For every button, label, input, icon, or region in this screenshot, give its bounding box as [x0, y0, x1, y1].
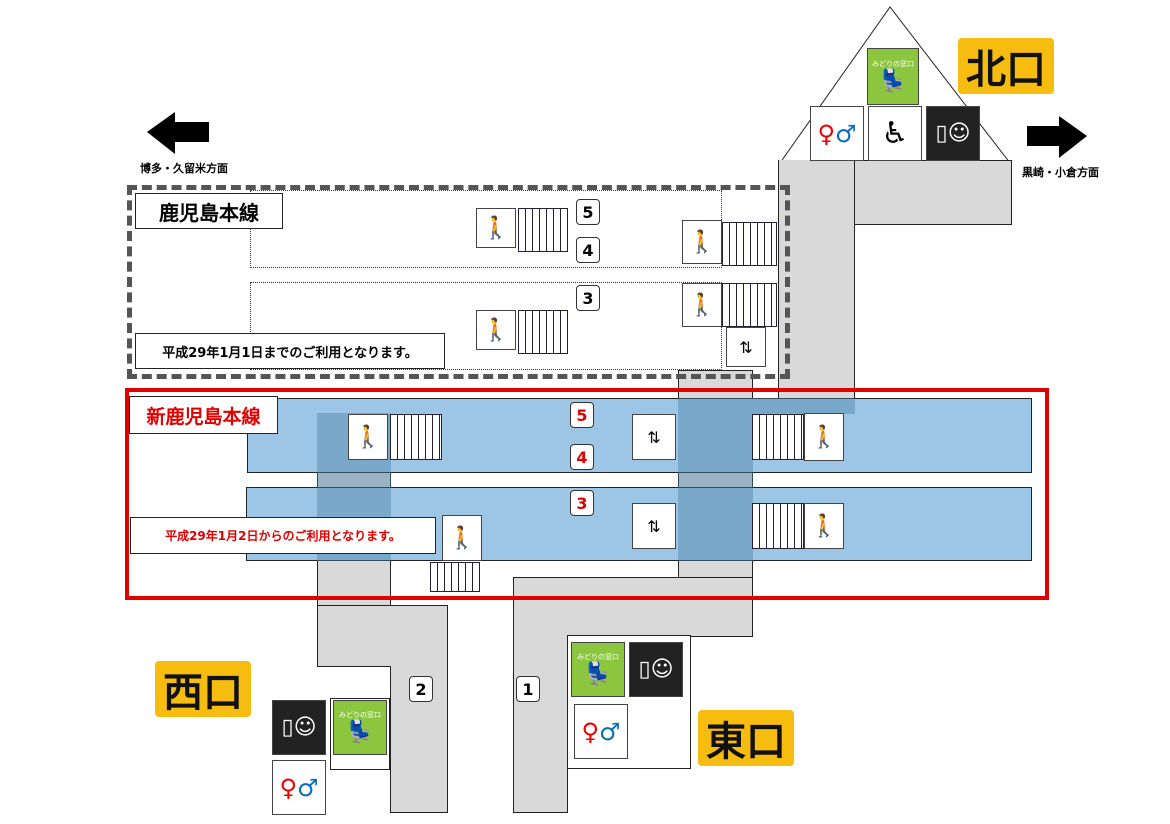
old-platform-number-4: 4	[576, 237, 600, 263]
west-exit-sign: 西口	[155, 661, 251, 717]
old-line-notice: 平成29年1月1日までのご利用となります。	[135, 333, 445, 369]
stairs-icon: 🚶	[476, 208, 516, 248]
elevator-icon: ⇅	[726, 327, 766, 367]
staircase	[518, 310, 568, 354]
ticket-office-icon: みどりの窓口💺	[867, 48, 919, 105]
staircase	[430, 562, 480, 592]
staircase	[722, 283, 777, 327]
north-exit-sign: 北口	[958, 38, 1054, 94]
exit-number-1: 1	[516, 676, 540, 702]
elevator-icon: ⇅	[632, 503, 676, 549]
old-line-area	[127, 185, 790, 379]
direction-right: 黒崎・小倉方面	[1022, 166, 1099, 179]
direction-left: 博多・久留米方面	[140, 162, 228, 175]
staircase	[518, 208, 568, 252]
staircase	[722, 222, 777, 266]
stairs-icon: 🚶	[804, 503, 844, 549]
ticket-machine-icon: ▯☺	[926, 106, 980, 161]
new-line-label: 新鹿児島本線	[129, 396, 278, 434]
ticket-machine-icon: ▯☺	[272, 700, 326, 755]
arrow-left-icon	[147, 112, 209, 154]
staircase	[752, 414, 804, 460]
ticket-office-icon: みどりの窓口💺	[333, 700, 387, 755]
staircase	[390, 414, 442, 460]
ticket-office-icon: みどりの窓口💺	[571, 642, 625, 697]
east-exit-sign: 東口	[698, 710, 794, 766]
old-platform-number-3: 3	[576, 285, 600, 311]
stairs-icon: 🚶	[348, 414, 388, 460]
elevator-icon: ⇅	[632, 414, 676, 460]
new-line-area	[125, 388, 1049, 600]
old-platform-number-5: 5	[576, 199, 600, 225]
stairs-icon: 🚶	[804, 413, 844, 461]
restroom-icon: ♀♂	[574, 704, 628, 759]
new-platform-number-3: 3	[570, 490, 594, 516]
stairs-icon: 🚶	[682, 220, 722, 264]
staircase	[752, 503, 804, 549]
restroom-icon: ♀♂	[810, 106, 864, 161]
stairs-icon: 🚶	[442, 515, 482, 561]
old-line-label: 鹿児島本線	[135, 193, 283, 229]
stairs-icon: 🚶	[476, 310, 516, 350]
wheelchair-icon: ♿	[868, 106, 922, 161]
new-line-notice: 平成29年1月2日からのご利用となります。	[130, 517, 436, 554]
new-platform-number-4: 4	[570, 444, 594, 470]
restroom-icon: ♀♂	[272, 760, 326, 815]
ticket-machine-icon: ▯☺	[629, 642, 683, 697]
arrow-right-icon	[1027, 116, 1087, 158]
exit-number-2: 2	[409, 676, 433, 702]
new-platform-number-5: 5	[570, 402, 594, 428]
stairs-icon: 🚶	[682, 283, 722, 327]
